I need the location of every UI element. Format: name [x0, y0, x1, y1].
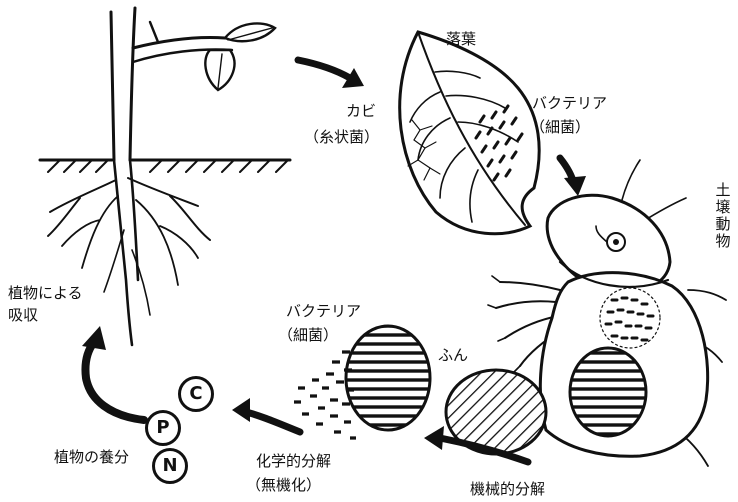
label-plant-absorption-1: 植物による	[8, 282, 83, 304]
label-plant-absorption-2: 吸収	[8, 304, 38, 326]
nutrient-p-circle: P	[145, 410, 181, 446]
label-soil-animals-char: 物	[714, 233, 732, 250]
label-bacteria-top-sub: （細菌）	[530, 116, 590, 138]
label-soil-animals: 土壌動物	[714, 182, 732, 250]
label-fallen-leaves: 落葉	[446, 28, 476, 50]
fallen-leaf	[400, 32, 539, 234]
label-soil-animals-char: 土	[714, 182, 732, 199]
label-plant-nutrients: 植物の養分	[54, 446, 129, 468]
label-mold-sub: （糸状菌）	[304, 126, 379, 148]
label-bacteria-mid-sub: （細菌）	[278, 324, 338, 346]
label-bacteria-top: バクテリア	[532, 92, 607, 114]
label-soil-animals-char: 壌	[714, 199, 732, 216]
label-mechanical-decomp: 機械的分解	[470, 478, 545, 500]
label-bacteria-mid: バクテリア	[286, 300, 361, 322]
label-chemical-decomp: 化学的分解	[256, 450, 331, 472]
label-feces: ふん	[438, 344, 468, 366]
label-chemical-decomp-sub: （無機化）	[246, 474, 321, 496]
label-soil-animals-char: 動	[714, 216, 732, 233]
nutrient-c-circle: C	[178, 376, 214, 412]
nutrient-n-circle: N	[152, 448, 188, 484]
label-mold: カビ	[346, 100, 376, 122]
